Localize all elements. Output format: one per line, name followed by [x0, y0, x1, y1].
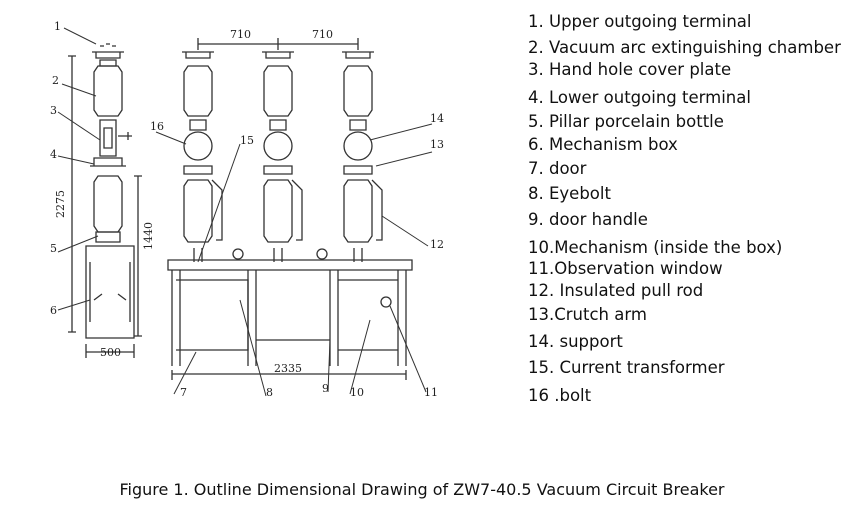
callout-3: 3	[50, 104, 57, 117]
legend-item-15: 15. Current transformer	[528, 358, 725, 377]
callout-13: 13	[430, 138, 444, 151]
callout-6: 6	[50, 304, 57, 317]
legend-item-14: 14. support	[528, 332, 623, 351]
legend-item-7: 7. door	[528, 159, 587, 178]
callout-numbers: 1 2 3 4 5 6 7 8 9 10 11 12 13 14 15 16	[50, 20, 444, 399]
legend-item-2: 2. Vacuum arc extinguishing chamber	[528, 38, 841, 57]
callout-8: 8	[266, 386, 273, 399]
callout-15: 15	[240, 134, 254, 147]
legend-item-5: 5. Pillar porcelain bottle	[528, 112, 724, 131]
dimension-labels: 710 710 2275 1440 500 2335	[54, 28, 333, 375]
legend-item-6: 6. Mechanism box	[528, 135, 678, 154]
legend-item-13: 13.Crutch arm	[528, 305, 647, 324]
dim-710-right: 710	[312, 28, 333, 41]
callout-10: 10	[350, 386, 364, 399]
leader-lines	[57, 27, 433, 397]
callout-9: 9	[322, 382, 329, 395]
callout-12: 12	[430, 238, 444, 251]
outline-drawing: 710 710 2275 1440 500 2335 1 2 3 4 5 6 7…	[50, 20, 444, 399]
legend-item-10: 10.Mechanism (inside the box)	[528, 238, 783, 257]
legend-item-3: 3. Hand hole cover plate	[528, 60, 732, 79]
callout-14: 14	[430, 112, 444, 125]
dim-1440: 1440	[142, 222, 155, 250]
figure-caption: Figure 1. Outline Dimensional Drawing of…	[119, 480, 725, 499]
pole-right	[342, 51, 383, 262]
dim-2335: 2335	[274, 362, 302, 375]
pole-middle	[262, 51, 303, 262]
legend-item-8: 8. Eyebolt	[528, 184, 611, 203]
callout-7: 7	[180, 386, 187, 399]
callout-5: 5	[50, 242, 57, 255]
legend-item-9: 9. door handle	[528, 210, 648, 229]
dim-2275: 2275	[54, 190, 67, 218]
legend-item-4: 4. Lower outgoing terminal	[528, 88, 751, 107]
callout-2: 2	[52, 74, 59, 87]
callout-4: 4	[50, 148, 57, 161]
front-view	[167, 38, 413, 380]
callout-1: 1	[54, 20, 61, 33]
callout-11: 11	[424, 386, 438, 399]
legend-item-12: 12. Insulated pull rod	[528, 281, 704, 300]
dim-710-left: 710	[230, 28, 251, 41]
callout-16: 16	[150, 120, 164, 133]
side-view	[68, 43, 142, 358]
legend-item-1: 1. Upper outgoing terminal	[528, 12, 752, 31]
legend-item-16: 16 .bolt	[528, 386, 592, 405]
dim-500: 500	[100, 346, 121, 359]
legend-item-11: 11.Observation window	[528, 259, 723, 278]
pole-left	[182, 51, 223, 262]
